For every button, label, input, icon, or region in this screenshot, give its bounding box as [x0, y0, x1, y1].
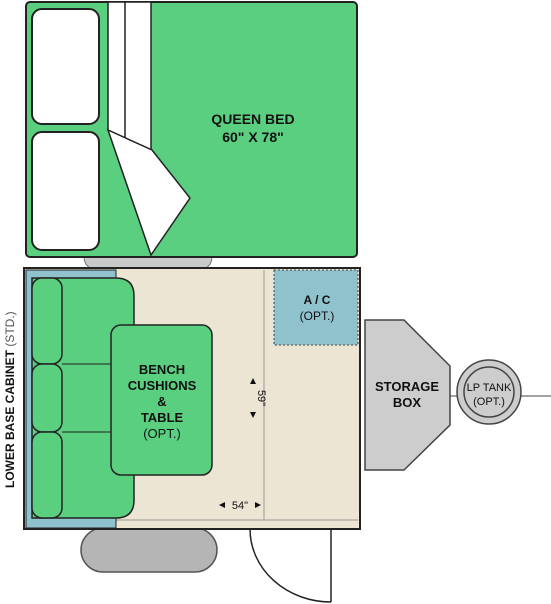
- ac-opt-label: (OPT.): [300, 309, 335, 323]
- ac-label: A / C: [304, 293, 331, 307]
- cabinet-label: LOWER BASE CABINET (STD.): [3, 311, 17, 488]
- lower-tire: [80, 527, 218, 573]
- bed-sheet: [107, 1, 152, 152]
- storage-box: STORAGE BOX: [364, 319, 451, 471]
- queen-bed: QUEEN BED 60" X 78": [25, 1, 358, 258]
- bench-label-5: (OPT.): [143, 426, 181, 441]
- bed-label: QUEEN BED: [211, 111, 294, 127]
- cabinet-label-suffix: (STD.): [3, 311, 17, 350]
- dimension-width: 54": [219, 500, 261, 512]
- bench-table: BENCH CUSHIONS & TABLE (OPT.): [110, 324, 213, 476]
- pillow-bottom: [31, 131, 100, 251]
- cushion-3: [31, 431, 63, 519]
- width-dim-label: 54": [232, 500, 248, 512]
- bed-size-label: 60" X 78": [222, 129, 284, 145]
- cushion-1: [31, 277, 63, 365]
- cabinet-label-main: LOWER BASE CABINET: [3, 349, 17, 488]
- storage-label-1: STORAGE: [375, 379, 439, 394]
- bench-label-1: BENCH: [139, 362, 185, 377]
- bench-cushions: [31, 277, 135, 519]
- ac-unit: A / C (OPT.): [273, 269, 359, 346]
- bench-label-2: CUSHIONS: [128, 378, 197, 393]
- bed-sheet-fold: [106, 128, 191, 257]
- cushion-2: [31, 363, 63, 433]
- lp-tank-opt-label: (OPT.): [473, 396, 505, 408]
- pillow-top: [31, 8, 100, 125]
- dimension-height: 59": [250, 378, 267, 418]
- bench-label-4: TABLE: [141, 410, 184, 425]
- entry-door: [249, 528, 336, 603]
- height-dim-label: 59": [255, 390, 267, 406]
- bench-label-3: &: [157, 394, 166, 409]
- lp-tank: LP TANK (OPT.): [456, 359, 522, 425]
- lp-tank-label: LP TANK: [467, 382, 512, 394]
- storage-label-2: BOX: [393, 395, 422, 410]
